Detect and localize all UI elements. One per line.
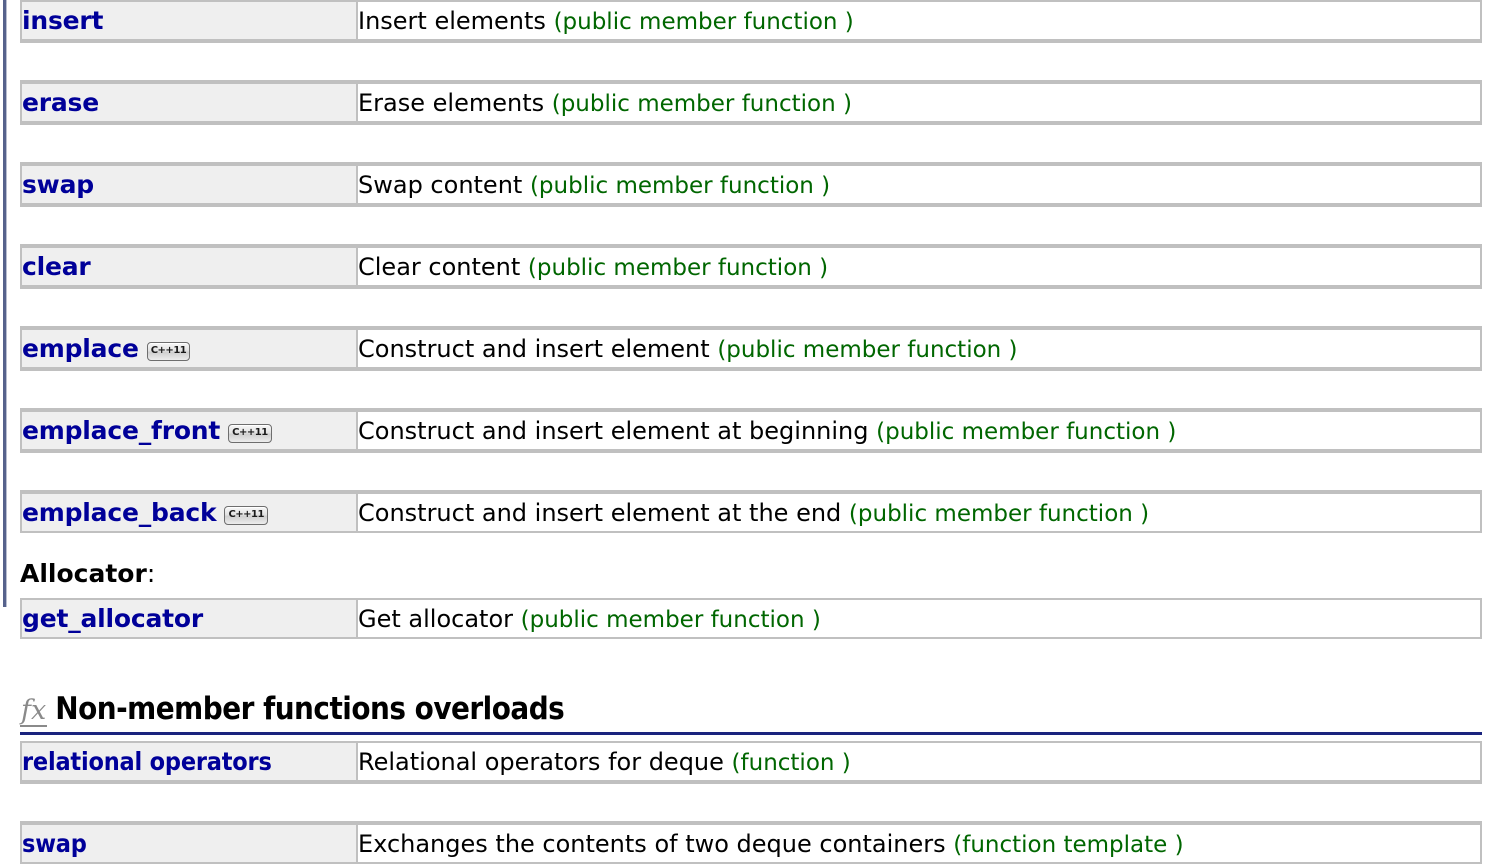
member-link[interactable]: swap [22,170,94,199]
row-gap [20,41,1482,82]
description-kind: (public member function ) [520,606,821,633]
table-row: erase Erase elements (public member funct… [20,82,1482,123]
allocator-description-cell: Get allocator (public member function ) [358,598,1482,639]
description-kind: (public member function ) [717,336,1018,363]
description-kind: (public member function ) [848,500,1150,527]
member-function-name-cell: emplace_back C++11 [20,492,358,533]
member-function-description-cell: Construct and insert element at beginnin… [358,410,1482,451]
reference-content: insert Insert elements (public member fun… [20,0,1482,864]
spacer-before-allocator-table [20,586,1482,598]
description-text: Construct and insert element at beginnin… [358,416,877,445]
non-member-function-name-cell: swap [20,823,358,864]
member-link[interactable]: clear [22,252,91,281]
description-text: Insert elements [358,6,554,35]
table-row: emplace C++11 Construct and insert element… [20,328,1482,369]
member-function-name-cell: insert [20,0,358,41]
row-gap [20,451,1482,492]
description-text: Erase elements [358,88,552,117]
member-function-description-cell: Erase elements (public member function ) [358,82,1482,123]
description-kind: (public member function ) [529,172,831,199]
table-row: relational operators Relational operators… [20,741,1482,782]
row-gap-cell [20,123,1482,164]
row-gap [20,123,1482,164]
description-kind: (public member function ) [553,8,854,35]
row-gap [20,782,1482,823]
row-gap [20,287,1482,328]
table-row: swap Swap content (public member function… [20,164,1482,205]
member-functions-table: insert Insert elements (public member fun… [20,0,1482,533]
description-kind: (function template ) [953,831,1184,858]
description-text: Construct and insert element at the end [358,498,849,527]
description-kind: (function ) [731,749,851,776]
section-title: Non-member functions overloads [55,691,565,727]
fx-icon: fx [20,695,48,727]
spacer-before-section-heading [20,639,1482,691]
member-link[interactable]: relational operators [22,747,272,776]
row-gap-cell [20,287,1482,328]
allocator-name-cell: get_allocator [20,598,358,639]
cpp11-badge-icon: C++11 [146,342,191,361]
cpp11-badge-icon: C++11 [224,506,268,525]
description-text: Construct and insert element [358,334,718,363]
allocator-label-colon: : [146,559,156,588]
non-member-functions-table: relational operators Relational operators… [20,741,1482,864]
member-function-name-cell: emplace C++11 [20,328,358,369]
spacer-after-member-table [20,533,1482,561]
description-text: Swap content [358,170,530,199]
description-kind: (public member function ) [876,418,1177,445]
member-function-description-cell: Clear content (public member function ) [358,246,1482,287]
table-row: insert Insert elements (public member fun… [20,0,1482,41]
non-member-function-description-cell: Relational operators for deque (function… [358,741,1482,782]
description-text: Relational operators for deque [358,747,732,776]
row-gap [20,205,1482,246]
member-link[interactable]: emplace [22,334,139,363]
member-link[interactable]: erase [22,88,99,117]
member-function-description-cell: Insert elements (public member function … [358,0,1482,41]
member-link[interactable]: insert [22,6,104,35]
table-row: get_allocator Get allocator (public membe… [20,598,1482,639]
member-link[interactable]: emplace_front [22,416,221,445]
member-function-description-cell: Swap content (public member function ) [358,164,1482,205]
row-gap-cell [20,369,1482,410]
member-function-description-cell: Construct and insert element at the end … [358,492,1482,533]
allocator-table: get_allocator Get allocator (public membe… [20,598,1482,639]
allocator-label-text: Allocator [20,559,147,588]
member-function-name-cell: erase [20,82,358,123]
page-left-rule [3,0,7,607]
row-gap-cell [20,41,1482,82]
member-link[interactable]: swap [22,829,87,858]
description-kind: (public member function ) [527,254,829,281]
member-function-description-cell: Construct and insert element (public mem… [358,328,1482,369]
description-text: Exchanges the contents of two deque cont… [358,829,954,858]
member-function-name-cell: emplace_front C++11 [20,410,358,451]
table-row: clear Clear content (public member functi… [20,246,1482,287]
member-function-name-cell: clear [20,246,358,287]
table-row: emplace_front C++11 Construct and insert e… [20,410,1482,451]
member-link[interactable]: emplace_back [22,498,217,527]
member-function-name-cell: swap [20,164,358,205]
table-row: swap Exchanges the contents of two deque … [20,823,1482,864]
non-member-function-description-cell: Exchanges the contents of two deque cont… [358,823,1482,864]
row-gap-cell [20,451,1482,492]
cpp11-badge-icon: C++11 [228,424,272,443]
description-text: Get allocator [358,604,521,633]
row-gap [20,369,1482,410]
non-member-function-name-cell: relational operators [20,741,358,782]
description-text: Clear content [358,252,528,281]
row-gap-cell [20,782,1482,823]
table-row: emplace_back C++11 Construct and insert el… [20,492,1482,533]
row-gap-cell [20,205,1482,246]
member-link[interactable]: get_allocator [22,604,204,633]
description-kind: (public member function ) [551,90,852,117]
allocator-label: Allocator: [20,561,1482,586]
